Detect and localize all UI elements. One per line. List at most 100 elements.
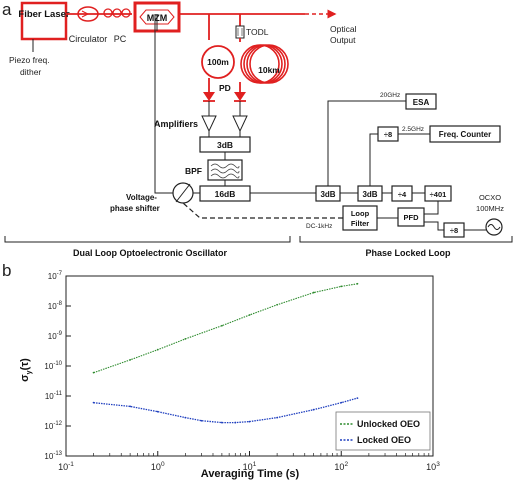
data-point xyxy=(184,338,187,340)
splitter-a-label: 3dB xyxy=(320,190,335,199)
spool-10km-icon xyxy=(240,44,289,84)
loop-filter-label-2: Filter xyxy=(351,219,369,228)
ocxo-icon xyxy=(485,218,503,236)
ocxo-label-1: OCXO xyxy=(479,193,501,202)
todl-label: TODL xyxy=(246,27,269,37)
combiner-3db-label: 3dB xyxy=(217,140,233,150)
spool-10km-label: 10km xyxy=(258,65,280,75)
freq-counter-box xyxy=(429,125,501,143)
data-point xyxy=(92,401,95,404)
circulator-label: Circulator xyxy=(69,34,108,44)
circulator-icon xyxy=(77,6,99,22)
y-tick-label: 10-12 xyxy=(44,421,62,431)
legend-label-locked: Locked OEO xyxy=(357,435,411,445)
x-tick-label: 101 xyxy=(243,461,257,472)
dc-1khz-label: DC-1kHz xyxy=(306,223,332,230)
pd-label: PD xyxy=(219,83,231,93)
amplifiers-label: Amplifiers xyxy=(154,119,198,129)
series-group xyxy=(92,282,359,424)
x-tick-label: 102 xyxy=(334,461,348,472)
fiber-laser-box xyxy=(20,1,68,41)
bpf-box xyxy=(207,159,243,181)
x-tick-label: 10-1 xyxy=(58,461,74,472)
fiber-laser-label-1: Fiber Laser xyxy=(18,9,70,20)
data-point xyxy=(312,291,315,294)
pc-loop-icon-2 xyxy=(112,8,122,18)
y-tick-label: 10-8 xyxy=(48,301,63,311)
ocxo-label-2: 100MHz xyxy=(476,204,504,213)
data-point xyxy=(156,410,159,413)
pfd-box xyxy=(397,207,425,227)
data-point xyxy=(220,324,223,327)
mzm-icon xyxy=(139,9,175,25)
div8-top-label: ÷8 xyxy=(384,130,392,139)
esa-label: ESA xyxy=(413,98,430,107)
section-oeo-label: Dual Loop Optoelectronic Oscillator xyxy=(73,248,228,258)
y-tick-label: 10-9 xyxy=(48,331,63,341)
data-point xyxy=(156,348,159,351)
loop-filter-box xyxy=(342,205,378,231)
pfd-label: PFD xyxy=(404,213,420,222)
panel-b-label: b xyxy=(2,261,11,280)
series-line-locked xyxy=(93,397,358,424)
pll-bracket xyxy=(299,236,513,243)
oeo-bracket xyxy=(4,236,291,243)
div401-label: ÷401 xyxy=(430,190,447,199)
freq-25ghz-label: 2.5GHz xyxy=(402,126,424,133)
data-point xyxy=(356,282,359,285)
section-pll-label: Phase Locked Loop xyxy=(365,248,451,258)
y-tick-label: 10-11 xyxy=(45,391,63,401)
data-point xyxy=(200,419,203,422)
y-tick-label: 10-10 xyxy=(44,361,62,371)
piezo-label-2: dither xyxy=(20,67,41,77)
legend xyxy=(335,411,431,451)
data-point xyxy=(248,314,251,316)
data-point xyxy=(248,420,251,423)
data-point xyxy=(340,285,343,288)
data-point xyxy=(356,397,359,400)
y-axis-label: σy(τ) xyxy=(19,358,33,382)
circulator-arrow-icon xyxy=(81,10,90,18)
legend-label-unlocked: Unlocked OEO xyxy=(357,419,420,429)
optical-output-label-2: Output xyxy=(330,35,356,45)
data-point xyxy=(220,421,223,424)
data-point xyxy=(129,405,132,408)
x-axis-label: Averaging Time (s) xyxy=(201,468,300,480)
bpf-label: BPF xyxy=(185,166,202,176)
optical-output-label-1: Optical xyxy=(330,24,357,34)
data-point xyxy=(92,371,95,374)
data-point xyxy=(312,408,315,411)
freq-20ghz-label: 20GHz xyxy=(380,92,400,99)
pd-icon-2 xyxy=(234,92,246,101)
splitter-b-label: 3dB xyxy=(362,190,377,199)
panel-a: a Fiber Laser Circulator PC Piezo freq. … xyxy=(2,0,513,258)
series-line-unlocked xyxy=(93,283,358,374)
bpf-wave-icon xyxy=(210,163,240,179)
spool-100m-icon xyxy=(201,45,235,79)
x-tick-label: 100 xyxy=(151,461,165,472)
loop-filter-label-1: Loop xyxy=(351,209,370,218)
y-tick-label: 10-13 xyxy=(44,451,62,461)
pc-loop-icon-1 xyxy=(103,8,113,18)
x-tick-label: 103 xyxy=(426,461,440,472)
piezo-label-1: Piezo freq. xyxy=(9,55,50,65)
spool-100m-label: 100m xyxy=(207,57,229,67)
feedback-line xyxy=(154,14,173,194)
pd-icon-1 xyxy=(203,92,215,101)
div8-bottom-label: ÷8 xyxy=(450,226,458,235)
esa-box xyxy=(405,93,437,110)
data-point xyxy=(276,303,279,306)
control-dashed-line xyxy=(182,202,343,219)
panel-a-label: a xyxy=(2,0,12,19)
phase-shifter-label-1: Voltage- xyxy=(126,193,157,202)
pc-loop-icon-3 xyxy=(121,8,131,18)
axis-ticks: 10-1 100 101 102 103 10-13 10-12 10-11 10-10 10-9… xyxy=(44,271,440,472)
div4-label: ÷4 xyxy=(398,190,407,199)
data-point xyxy=(340,401,343,404)
pc-label: PC xyxy=(114,34,127,44)
todl-icon xyxy=(235,25,245,39)
freq-counter-label: Freq. Counter xyxy=(439,130,491,139)
phase-shifter-label-2: phase shifter xyxy=(110,204,160,213)
